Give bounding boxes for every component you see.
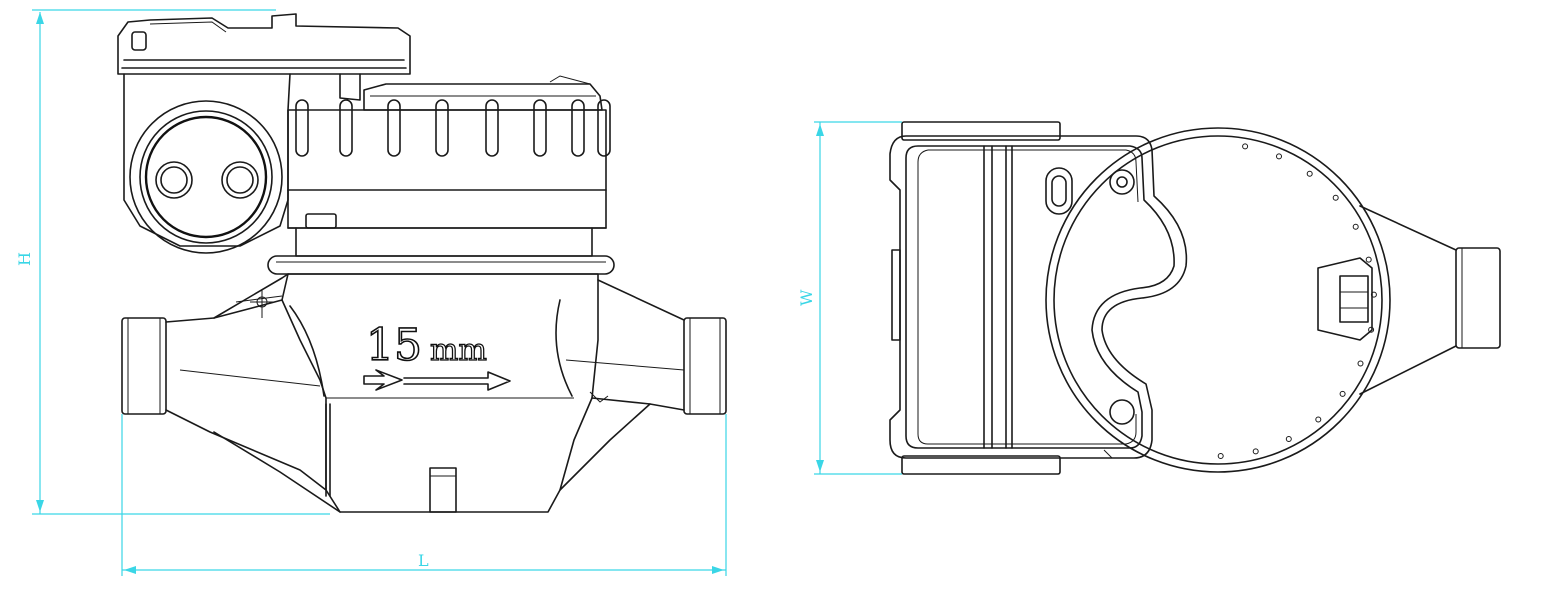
body-bolt-dot <box>1242 143 1249 150</box>
body-bolt-dot <box>1306 170 1313 177</box>
length-dimension: L <box>121 414 727 576</box>
body-bolt-dot <box>1339 390 1346 397</box>
body-bolt-dot <box>1252 448 1259 455</box>
register-body <box>287 109 607 257</box>
height-label: H <box>15 252 34 266</box>
body-bolt-dot <box>1365 256 1372 263</box>
lid-latch <box>1317 257 1373 341</box>
flow-direction-arrow <box>363 369 511 391</box>
top-view <box>889 121 1501 475</box>
body-round <box>1045 127 1391 473</box>
register-rib <box>597 99 611 157</box>
register-housing-top <box>889 135 1188 459</box>
register-rib <box>571 99 585 157</box>
reading-port <box>123 73 291 254</box>
meter-body <box>281 273 599 513</box>
body-flange <box>267 255 615 275</box>
top-outlet-pipe <box>1359 205 1501 395</box>
register-rib <box>339 99 353 157</box>
size-marking: 15 mm <box>363 319 511 391</box>
top-inlet-pipe <box>901 121 1061 475</box>
length-label: L <box>418 551 429 570</box>
size-marking-number: 15 <box>366 320 422 371</box>
width-label: W <box>797 289 816 306</box>
body-bolt-dot <box>1352 223 1359 230</box>
height-dimension: H <box>15 9 330 515</box>
body-bolt-dot <box>1217 453 1224 459</box>
register-rib <box>387 99 401 157</box>
size-marking-unit: mm <box>430 333 487 368</box>
body-bolt-dot <box>1285 436 1292 442</box>
body-bolt-dot <box>1276 153 1282 160</box>
register-rib <box>485 99 499 157</box>
register-ribs <box>295 99 611 157</box>
register-housing <box>117 13 411 101</box>
width-dimension: W <box>797 121 902 475</box>
body-bolt-dot <box>1315 416 1322 423</box>
register-rib <box>533 99 547 157</box>
body-bolt-dot <box>1332 194 1339 201</box>
side-view: 15 mm <box>117 13 727 513</box>
body-bolt-dot <box>1368 326 1375 333</box>
body-bolt-dot <box>1357 360 1364 367</box>
inlet-pipe <box>121 273 341 513</box>
outlet-pipe <box>559 279 727 491</box>
register-rib <box>435 99 449 157</box>
register-rib <box>295 99 309 157</box>
